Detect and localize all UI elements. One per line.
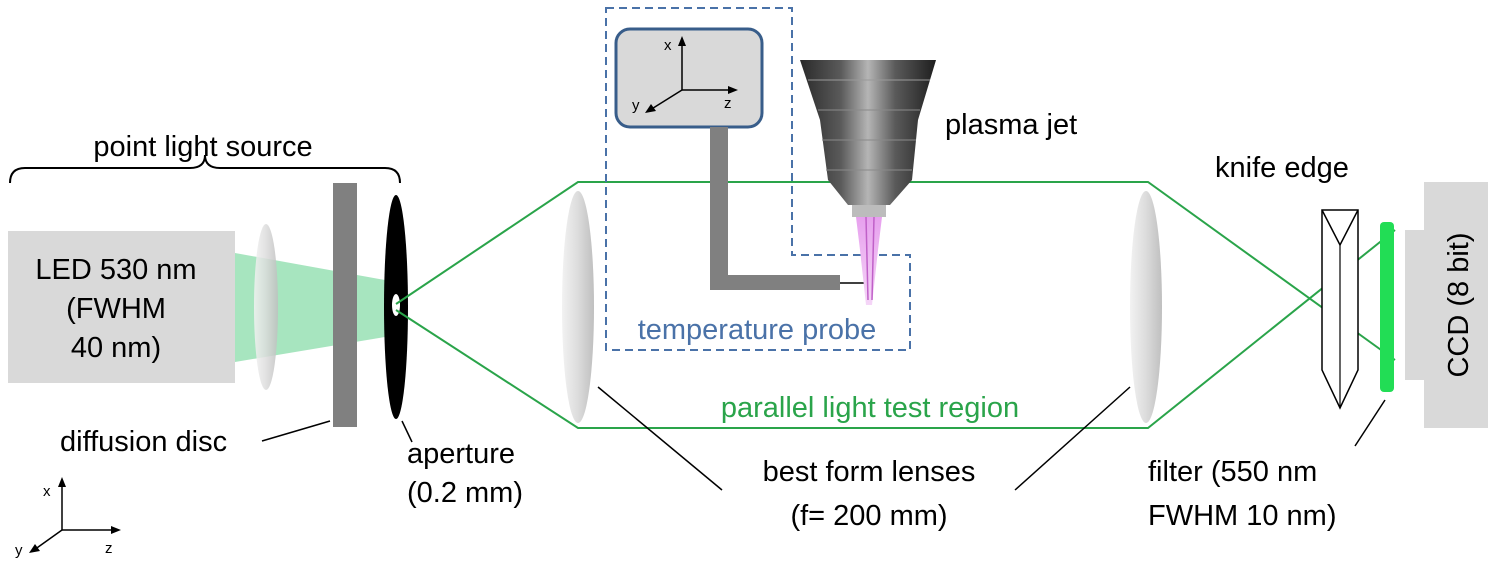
led-box bbox=[8, 231, 235, 383]
stage-axes-icon bbox=[645, 36, 738, 113]
probe-rod-horizontal bbox=[710, 275, 840, 290]
second-lens bbox=[1130, 191, 1162, 423]
point-light-source-label: point light source bbox=[93, 131, 312, 163]
led-label-line3: 40 nm) bbox=[71, 332, 161, 364]
led-label-line2: (FWHM bbox=[66, 293, 166, 325]
first-lens-pointer bbox=[597, 386, 723, 491]
global-axes-icon bbox=[29, 477, 121, 553]
global-axis-y: y bbox=[15, 542, 23, 559]
knife-edge-label: knife edge bbox=[1215, 152, 1349, 184]
first-lens bbox=[562, 191, 594, 423]
lenses-label-line1: best form lenses bbox=[763, 456, 976, 488]
second-lens-pointer bbox=[1014, 386, 1131, 491]
stage-axis-y: y bbox=[632, 97, 640, 114]
plasma-core-left bbox=[865, 216, 869, 301]
plasma-jet-label: plasma jet bbox=[945, 109, 1077, 141]
aperture-pointer bbox=[401, 420, 413, 443]
filter bbox=[1380, 222, 1394, 392]
condenser-lens bbox=[254, 224, 278, 390]
probe-rod-vertical bbox=[710, 127, 728, 290]
aperture-label-line2: (0.2 mm) bbox=[407, 477, 523, 509]
ccd-label: CCD (8 bit) bbox=[1443, 232, 1475, 377]
global-axis-x: x bbox=[43, 483, 51, 500]
point-light-source-bracket bbox=[9, 154, 401, 184]
parallel-light-label: parallel light test region bbox=[721, 392, 1019, 424]
aperture-label-line1: aperture bbox=[407, 438, 515, 470]
led-label-line1: LED 530 nm bbox=[35, 254, 196, 286]
stage-axis-z: z bbox=[724, 95, 732, 112]
plasma-jet-nozzle bbox=[800, 60, 936, 217]
stage-axis-x: x bbox=[664, 37, 672, 54]
diffusion-disc bbox=[333, 183, 357, 427]
plasma-core-right bbox=[871, 216, 875, 301]
diffusion-disc-pointer bbox=[261, 420, 331, 442]
ccd-camera bbox=[1424, 182, 1488, 428]
positioning-stage bbox=[614, 27, 764, 129]
diffusion-disc-label: diffusion disc bbox=[60, 426, 227, 458]
lenses-label-line2: (f= 200 mm) bbox=[790, 500, 947, 532]
filter-label-line1: filter (550 nm bbox=[1148, 456, 1317, 488]
filter-pointer bbox=[1354, 399, 1386, 447]
plasma-plume bbox=[856, 217, 882, 305]
temperature-probe-label: temperature probe bbox=[638, 314, 877, 346]
global-axis-z: z bbox=[105, 540, 113, 557]
temperature-probe-frame bbox=[605, 7, 911, 351]
filter-label-line2: FWHM 10 nm) bbox=[1148, 500, 1337, 532]
